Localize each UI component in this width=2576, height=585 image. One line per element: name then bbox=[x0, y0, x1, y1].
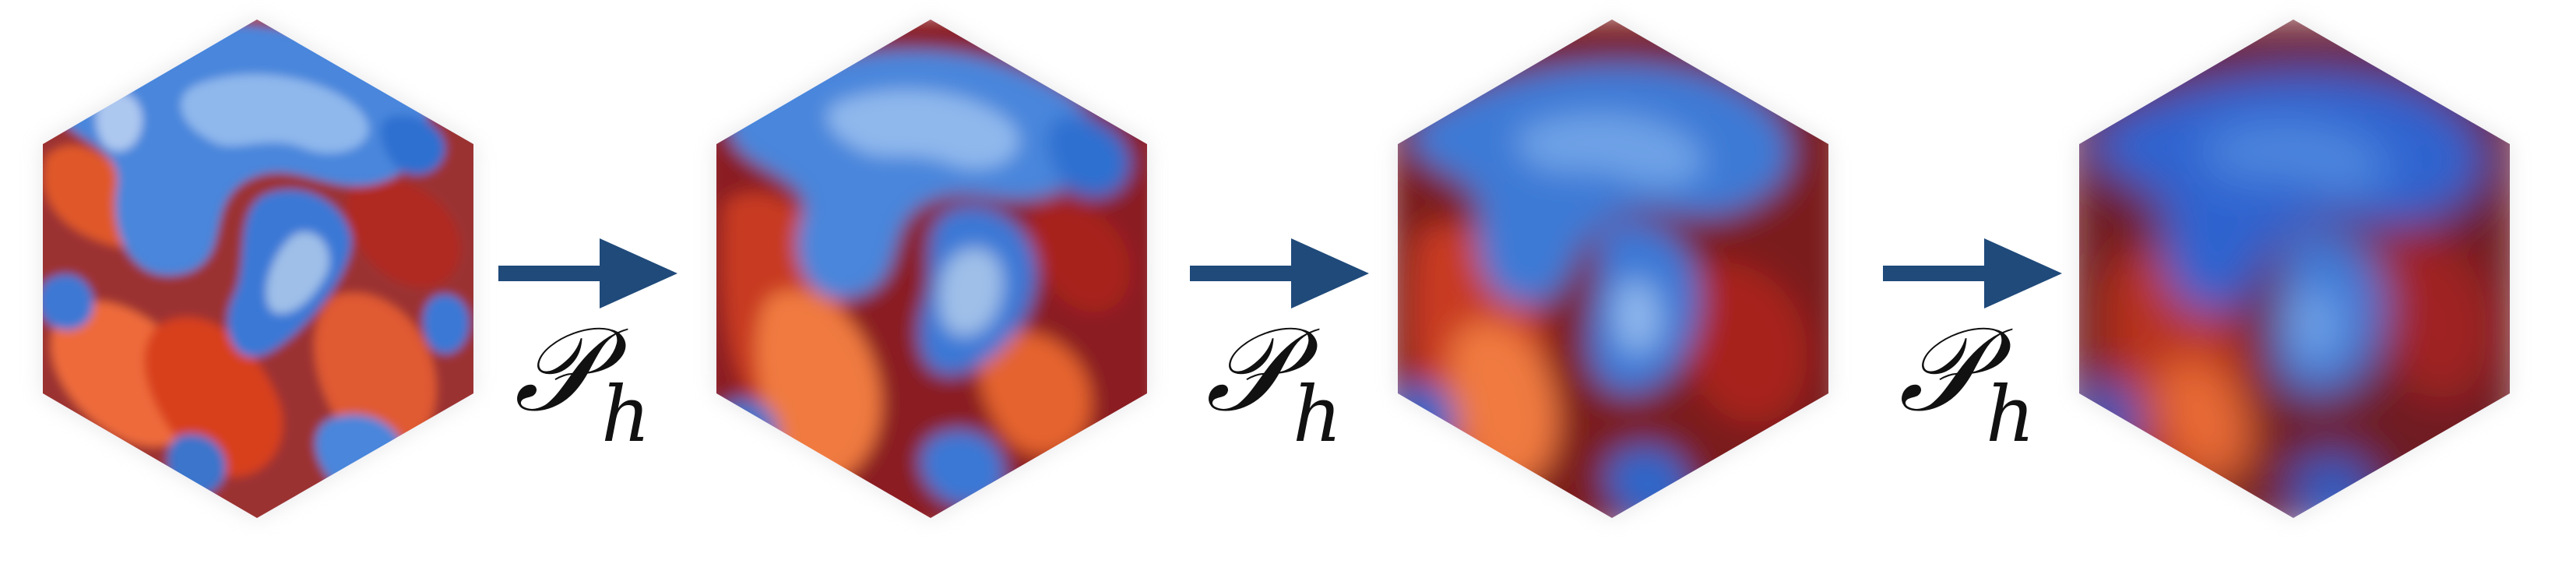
operator-subscript: h bbox=[1986, 371, 2036, 460]
operator-symbol: 𝒫 bbox=[514, 302, 599, 438]
operator-label-3: 𝒫h bbox=[1899, 312, 2035, 453]
operator-symbol: 𝒫 bbox=[1899, 302, 1983, 438]
field-cube-3 bbox=[1398, 19, 1828, 518]
operator-label-1: 𝒫h bbox=[514, 312, 650, 453]
operator-subscript: h bbox=[601, 371, 651, 460]
arrow-2 bbox=[1190, 238, 1369, 308]
operator-symbol: 𝒫 bbox=[1205, 302, 1290, 438]
field-cube-2 bbox=[716, 19, 1147, 518]
operator-subscript: h bbox=[1293, 371, 1343, 460]
arrow-1 bbox=[498, 238, 677, 308]
field-cube-4 bbox=[2079, 19, 2510, 518]
operator-label-2: 𝒫h bbox=[1205, 312, 1342, 453]
field-cube-1 bbox=[43, 19, 473, 518]
arrow-3 bbox=[1883, 238, 2062, 308]
